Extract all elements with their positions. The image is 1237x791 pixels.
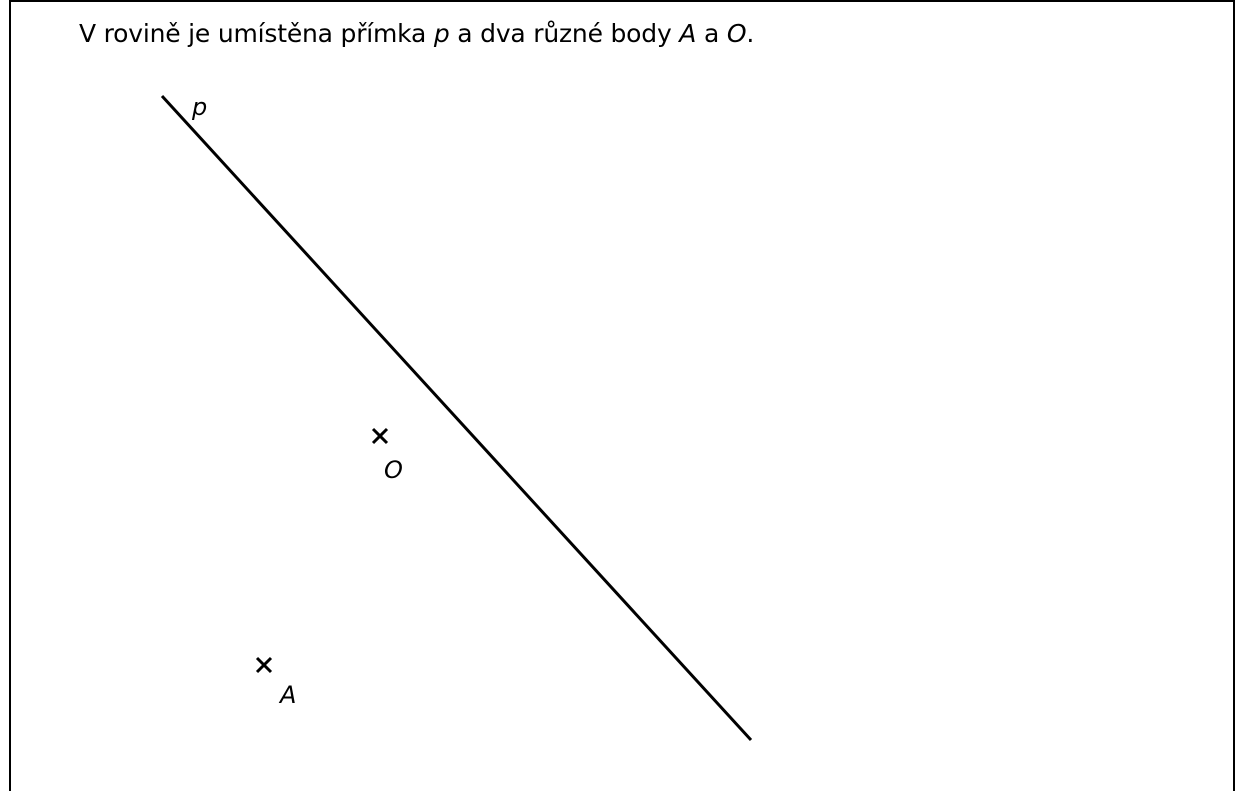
task-text-part: . <box>746 19 755 48</box>
task-var-o: O <box>726 19 747 48</box>
task-var-a: A <box>679 19 697 48</box>
task-text-part: a dva různé body <box>449 19 680 48</box>
point-a-marker <box>255 656 273 674</box>
point-a-label: A <box>278 681 296 709</box>
task-text-part: a <box>696 19 727 48</box>
task-var-p: p <box>433 19 450 48</box>
point-o-label: O <box>384 456 403 484</box>
page-frame <box>9 0 1235 791</box>
point-o-marker <box>371 427 389 445</box>
line-p-label: p <box>191 93 207 121</box>
line-p <box>160 94 753 742</box>
task-statement: V rovině je umístěna přímka p a dva různ… <box>79 18 754 50</box>
task-text-part: V rovině je umístěna přímka <box>79 19 434 48</box>
